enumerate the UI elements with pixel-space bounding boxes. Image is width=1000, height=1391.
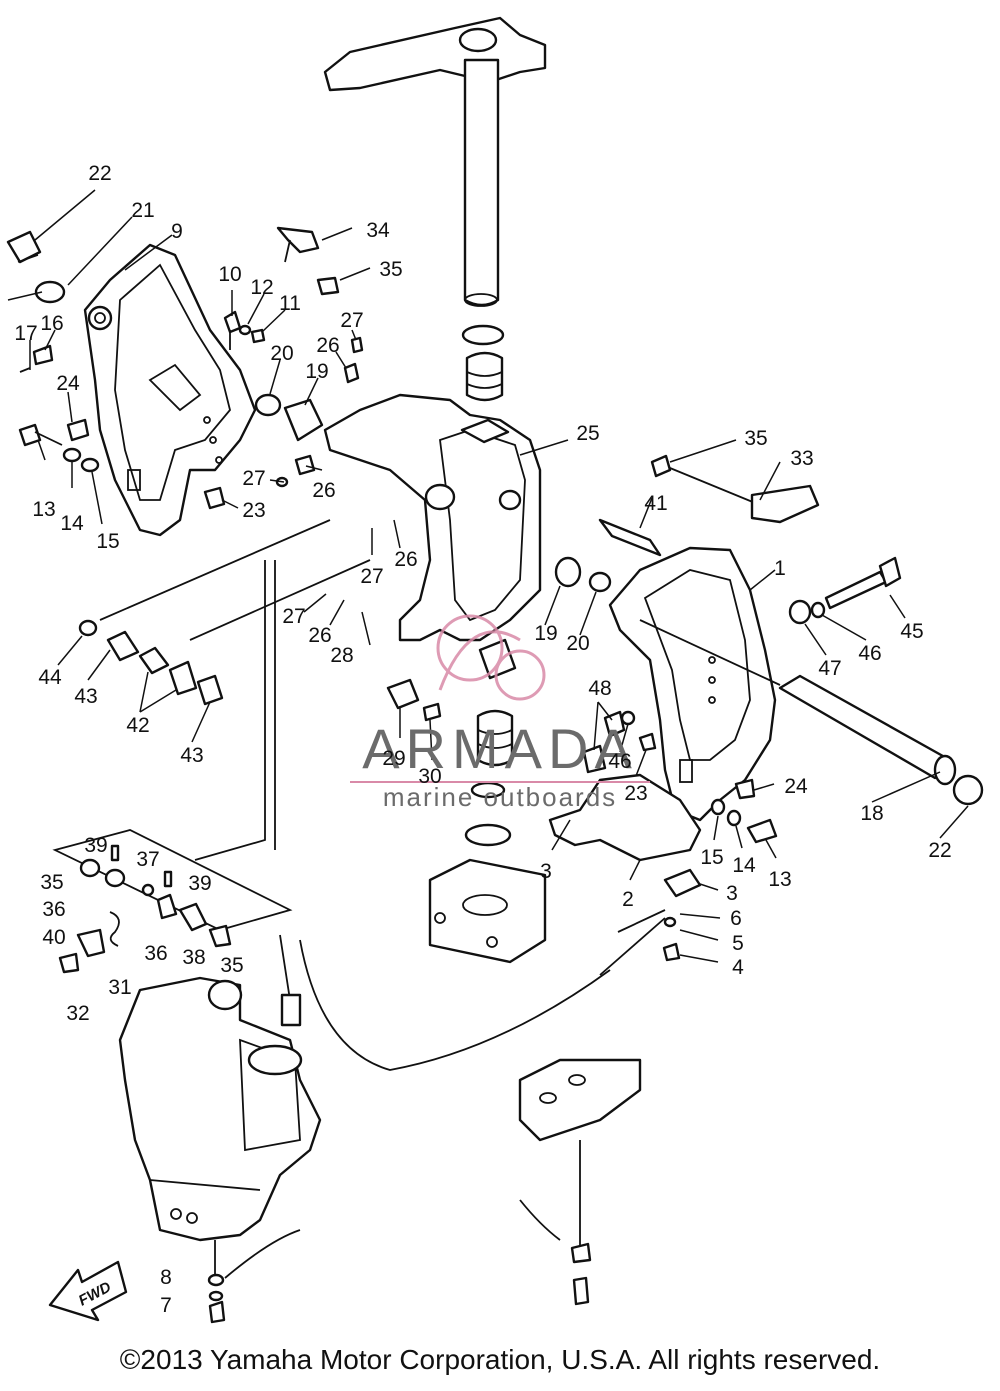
callout-label-24a: 24 bbox=[56, 372, 80, 395]
callout-label-26d: 26 bbox=[308, 624, 331, 647]
bolt-set bbox=[788, 556, 902, 625]
hose-fitting-parts bbox=[52, 829, 293, 974]
callout-label-41: 41 bbox=[644, 492, 667, 515]
callout-label-19a: 19 bbox=[305, 360, 328, 383]
callout-label-24b: 24 bbox=[784, 775, 808, 798]
callout-label-10: 10 bbox=[218, 263, 241, 286]
callout-label-30: 30 bbox=[418, 765, 441, 788]
callout-label-23b: 23 bbox=[624, 782, 647, 805]
callout-label-29: 29 bbox=[382, 747, 405, 770]
callout-label-22b: 22 bbox=[928, 839, 951, 862]
callout-label-44: 44 bbox=[38, 666, 62, 689]
callout-label-35c: 35 bbox=[40, 871, 63, 894]
callout-label-46a: 46 bbox=[858, 642, 881, 665]
left-clamp-bracket bbox=[83, 243, 257, 537]
callout-label-43b: 43 bbox=[180, 744, 203, 767]
callout-label-39b: 39 bbox=[188, 872, 211, 895]
nut-set bbox=[582, 710, 657, 774]
callout-label-3a: 3 bbox=[540, 860, 552, 883]
callout-label-5: 5 bbox=[732, 932, 744, 955]
callout-label-33: 33 bbox=[790, 447, 813, 470]
callout-label-25: 25 bbox=[576, 422, 599, 445]
callout-label-35b: 35 bbox=[744, 427, 767, 450]
callout-label-34: 34 bbox=[366, 219, 390, 242]
tilt-tube bbox=[639, 619, 984, 806]
steering-arm-assembly bbox=[323, 16, 547, 402]
leader-lines bbox=[7, 189, 969, 963]
callout-label-12: 12 bbox=[250, 276, 273, 299]
callout-label-37: 37 bbox=[136, 848, 159, 871]
callout-label-27d: 27 bbox=[282, 605, 305, 628]
callout-label-45: 45 bbox=[900, 620, 923, 643]
callout-label-13b: 13 bbox=[768, 868, 791, 891]
callout-label-7: 7 bbox=[160, 1294, 172, 1317]
power-trim-tilt-unit bbox=[118, 934, 322, 1324]
lower-mount-piece bbox=[518, 1058, 642, 1306]
callout-label-19b: 19 bbox=[534, 622, 557, 645]
fwd-arrow-icon: FWD bbox=[48, 1260, 128, 1322]
callout-label-22a: 22 bbox=[88, 162, 111, 185]
callout-label-15a: 15 bbox=[96, 530, 119, 553]
callout-label-26b: 26 bbox=[312, 479, 335, 502]
callout-label-36a: 36 bbox=[42, 898, 65, 921]
wire-paths bbox=[194, 560, 666, 1071]
callout-label-6: 6 bbox=[730, 907, 742, 930]
callout-label-18: 18 bbox=[860, 802, 883, 825]
swivel-bracket bbox=[323, 393, 542, 680]
stopper-parts bbox=[386, 678, 442, 722]
callout-label-21: 21 bbox=[131, 199, 154, 222]
callout-label-27a: 27 bbox=[340, 309, 363, 332]
callout-label-4: 4 bbox=[732, 956, 744, 979]
callout-label-38: 38 bbox=[182, 946, 205, 969]
anode-plate bbox=[548, 773, 702, 962]
tube-parts bbox=[78, 519, 371, 706]
watermark-brand: ARMADA bbox=[362, 717, 638, 780]
callout-label-27b: 27 bbox=[242, 467, 265, 490]
copyright-notice: ©2013 Yamaha Motor Corporation, U.S.A. A… bbox=[119, 1344, 881, 1375]
watermark-logo bbox=[436, 614, 546, 701]
callout-label-43a: 43 bbox=[74, 685, 97, 708]
callout-label-16: 16 bbox=[40, 312, 63, 335]
callout-label-42: 42 bbox=[126, 714, 149, 737]
callout-label-31: 31 bbox=[108, 976, 131, 999]
callout-label-2: 2 bbox=[622, 888, 634, 911]
callout-label-1: 1 bbox=[774, 557, 786, 580]
callout-label-39a: 39 bbox=[84, 834, 107, 857]
callout-label-9: 9 bbox=[171, 220, 183, 243]
tilt-lever bbox=[554, 454, 820, 593]
callout-label-32: 32 bbox=[66, 1002, 89, 1025]
callout-label-15b: 15 bbox=[700, 846, 723, 869]
callout-label-26c: 26 bbox=[394, 548, 417, 571]
callout-label-23a: 23 bbox=[242, 499, 265, 522]
callout-label-48: 48 bbox=[588, 677, 611, 700]
callout-label-27c: 27 bbox=[360, 565, 383, 588]
callout-label-8: 8 bbox=[160, 1266, 172, 1289]
callout-label-3b: 3 bbox=[726, 882, 738, 905]
callout-label-20a: 20 bbox=[270, 342, 293, 365]
callout-label-28: 28 bbox=[330, 644, 353, 667]
right-clamp-bracket bbox=[608, 546, 777, 822]
callout-label-46b: 46 bbox=[608, 750, 631, 773]
callout-label-14b: 14 bbox=[732, 854, 756, 877]
callout-label-14a: 14 bbox=[60, 512, 84, 535]
right-small-parts bbox=[710, 778, 778, 844]
callout-label-35d: 35 bbox=[220, 954, 243, 977]
callout-label-20b: 20 bbox=[566, 632, 589, 655]
callout-label-47: 47 bbox=[818, 657, 841, 680]
callout-label-35a: 35 bbox=[379, 258, 402, 281]
callout-label-36b: 36 bbox=[144, 942, 167, 965]
callout-label-13a: 13 bbox=[32, 498, 55, 521]
callout-label-26a: 26 bbox=[316, 334, 339, 357]
callout-label-40: 40 bbox=[42, 926, 65, 949]
callout-label-11: 11 bbox=[279, 292, 301, 315]
watermark-tagline: marine outboards bbox=[383, 782, 617, 812]
callout-label-17: 17 bbox=[14, 322, 37, 345]
bearing-stack bbox=[428, 709, 547, 964]
